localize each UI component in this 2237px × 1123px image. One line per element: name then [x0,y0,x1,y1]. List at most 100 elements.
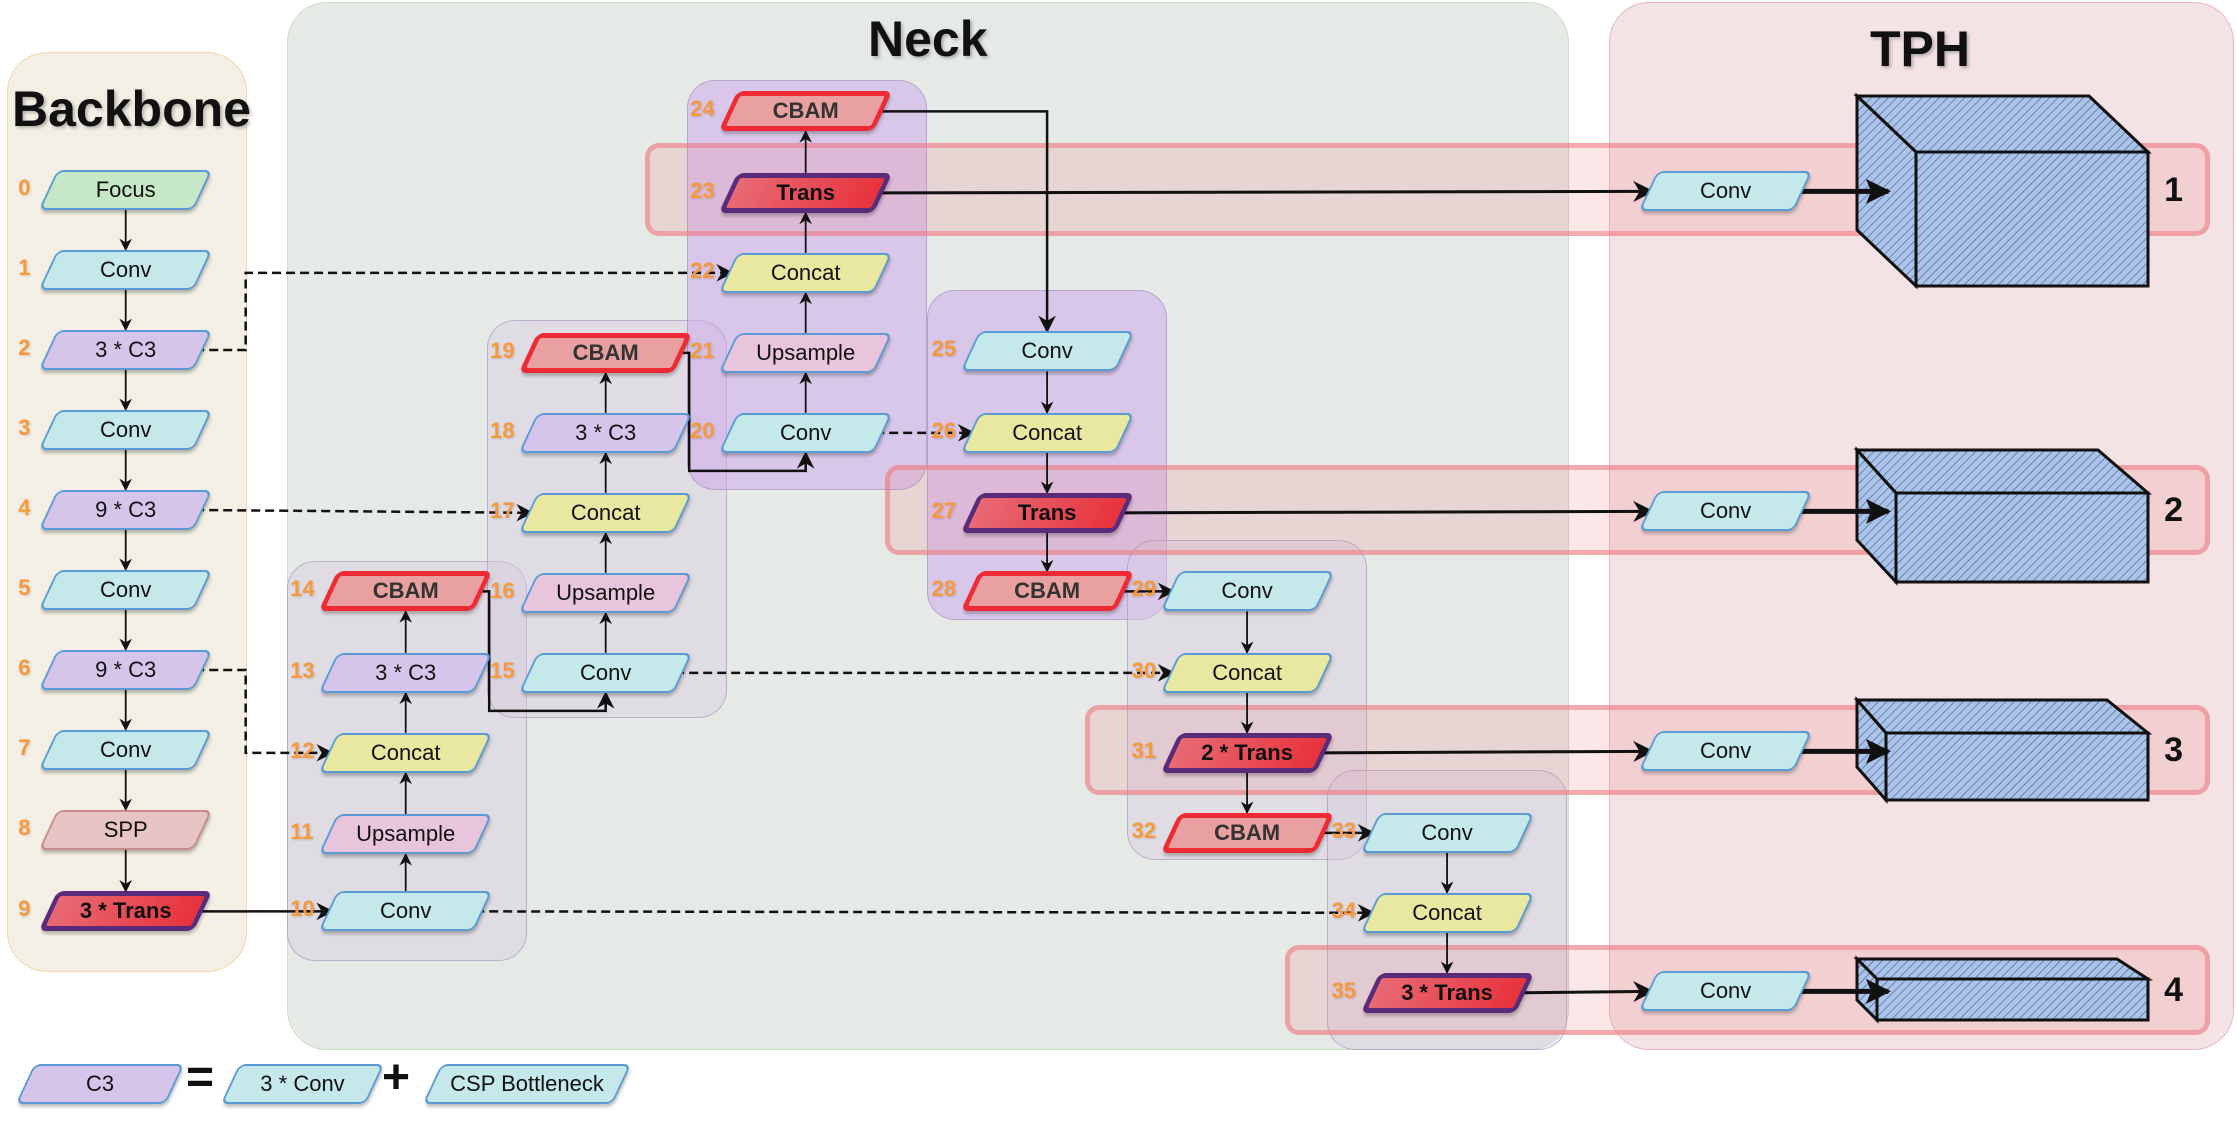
head-cube-2 [1853,446,2153,586]
node-label: Conv [1221,578,1273,604]
layer-node-2: 3 * C3 [38,329,213,370]
layer-node-19: CBAM [518,332,693,373]
layer-node-0: Focus [38,169,213,210]
node-label: Conv [1421,819,1473,845]
node-label: CBAM [1014,578,1081,604]
layer-index: 31 [1131,737,1157,763]
head-conv-4: Conv [1638,971,1813,1012]
legend-c3: C3 [15,1064,185,1104]
layer-index: 29 [1131,576,1157,602]
node-label: Concat [1212,659,1282,685]
node-label: 3 * C3 [95,336,157,362]
legend-3-conv: 3 * Conv [220,1064,385,1104]
node-label: CBAM [772,98,839,124]
node-label: Trans [776,179,836,205]
node-label: Conv [380,898,432,924]
layer-index: 11 [290,819,314,845]
layer-node-8: SPP [38,809,213,850]
layer-node-33: Conv [1360,812,1534,853]
layer-index: 9 [18,896,31,922]
layer-index: 14 [290,576,315,602]
node-label: CBAM [1214,819,1281,845]
node-label: Conv [100,416,152,442]
node-label: 3 * Trans [79,898,172,924]
node-label: 3 * Trans [1401,979,1493,1005]
layer-index: 5 [18,574,31,600]
layer-index: 12 [290,737,315,763]
layer-index: 8 [18,814,31,840]
legend-plus-sign: + [382,1051,411,1104]
layer-index: 28 [931,576,957,602]
node-label: Concat [1012,419,1082,445]
layer-node-11: Upsample [318,814,493,855]
layer-node-23: Trans [718,172,893,213]
head-number-3: 3 [2164,731,2184,770]
head-cube-3 [1853,696,2153,804]
layer-index: 25 [931,336,957,362]
node-label: Concat [1412,899,1482,925]
layer-node-18: 3 * C3 [518,412,693,453]
layer-index: 27 [931,497,957,523]
layer-index: 7 [18,734,31,760]
layer-node-20: Conv [718,412,893,453]
layer-index: 10 [290,896,315,922]
node-label: Conv [1699,978,1752,1004]
legend-csp-bottleneck: CSP Bottleneck [422,1064,632,1104]
layer-node-13: 3 * C3 [318,652,493,693]
node-label: Trans [1017,499,1077,525]
node-label: Concat [570,499,641,525]
layer-node-1: Conv [38,249,213,290]
layer-index: 15 [490,657,515,683]
layer-index: 0 [18,174,31,200]
node-label: Concat [770,259,841,285]
node-label: Conv [100,576,152,602]
layer-node-10: Conv [318,891,493,932]
node-label: Conv [1699,498,1752,524]
tph-title: TPH [1870,21,1970,77]
layer-index: 24 [690,96,715,122]
layer-index: 17 [490,497,515,523]
layer-node-5: Conv [38,569,213,610]
layer-index: 23 [690,177,715,203]
layer-index: 2 [18,334,31,360]
node-label: SPP [103,816,148,842]
layer-node-24: CBAM [718,91,893,132]
node-label: Conv [1699,178,1752,204]
layer-node-4: 9 * C3 [38,489,213,530]
head-number-2: 2 [2164,491,2184,530]
layer-index: 19 [490,337,515,363]
layer-node-28: CBAM [960,571,1134,612]
layer-node-7: Conv [38,729,213,770]
layer-index: 30 [1131,657,1157,683]
layer-node-22: Concat [718,252,893,293]
layer-node-21: Upsample [718,332,893,373]
node-label: 9 * C3 [95,656,157,682]
layer-index: 22 [690,257,715,283]
legend-equals-sign: = [186,1051,215,1104]
layer-index: 13 [290,657,315,683]
layer-node-30: Concat [1160,652,1334,693]
backbone-title: Backbone [12,81,251,137]
layer-node-3: Conv [38,409,213,450]
node-label: Conv [100,256,152,282]
node-label: Upsample [356,821,456,847]
neck-title: Neck [868,11,988,67]
head-conv-2: Conv [1638,491,1813,532]
layer-index: 1 [18,254,31,280]
layer-index: 21 [690,337,715,363]
layer-node-9: 3 * Trans [38,891,213,932]
node-label: Concat [370,739,441,765]
head-conv-3: Conv [1638,731,1813,772]
layer-node-31: 2 * Trans [1160,732,1334,773]
layer-node-29: Conv [1160,571,1334,612]
layer-index: 18 [490,417,515,443]
node-label: Conv [100,736,152,762]
layer-index: 34 [1331,897,1357,923]
layer-index: 20 [690,417,715,443]
layer-node-26: Concat [960,412,1134,453]
node-label: Upsample [556,579,656,605]
layer-index: 33 [1331,817,1357,843]
layer-node-14: CBAM [318,571,493,612]
layer-node-34: Concat [1360,892,1534,933]
